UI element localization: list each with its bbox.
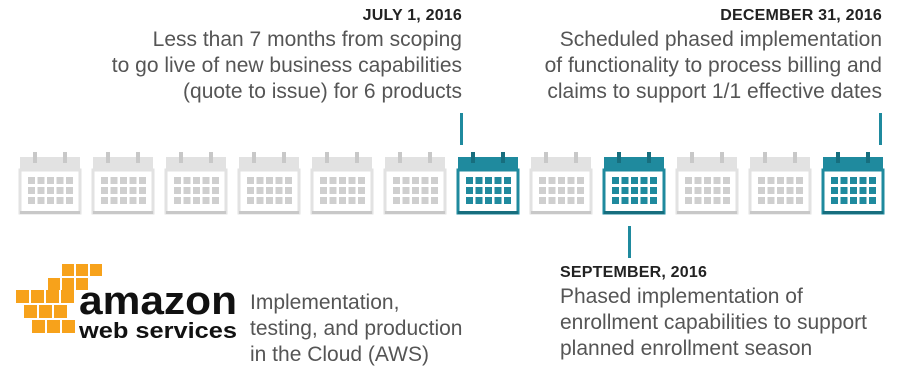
calendar-icon: [529, 152, 593, 215]
milestone-december-line: Scheduled phased implementation: [559, 28, 882, 51]
milestone-september-line: planned enrollment season: [560, 337, 813, 360]
aws-cubes-icon: [16, 264, 102, 333]
milestone-july-line: Less than 7 months from scoping: [152, 28, 462, 51]
milestone-july-line: to go live of new business capabilities: [111, 54, 462, 77]
milestone-september-line: enrollment capabilities to support: [560, 311, 868, 334]
calendar-icon: [237, 152, 301, 215]
calendar-timeline: [18, 151, 898, 215]
milestone-december-line: of functionality to process billing and: [544, 54, 882, 77]
july-connector: [460, 113, 463, 145]
milestone-december: DECEMBER 31, 2016 Scheduled phased imple…: [545, 5, 882, 105]
aws-description-line: in the Cloud (AWS): [250, 343, 429, 366]
calendar-icon: [18, 152, 82, 215]
aws-logo: amazon web services: [16, 264, 237, 342]
milestone-september-date: SEPTEMBER, 2016: [560, 264, 708, 281]
september-connector: [628, 226, 631, 258]
calendar-icon: [748, 152, 812, 215]
calendar-icon: [383, 152, 447, 215]
calendar-icon: [675, 152, 739, 215]
aws-logo-word-webservices: web services: [78, 318, 237, 342]
calendar-icon: [164, 152, 228, 215]
milestone-july-date: JULY 1, 2016: [362, 7, 462, 24]
milestone-december-description: Scheduled phased implementation of funct…: [545, 27, 882, 105]
calendar-icon: [91, 152, 155, 215]
calendar-highlighted-icon: [821, 152, 885, 215]
milestone-december-line: claims to support 1/1 effective dates: [547, 80, 882, 103]
milestone-july: JULY 1, 2016 Less than 7 months from sco…: [112, 5, 462, 105]
milestone-december-date: DECEMBER 31, 2016: [720, 7, 882, 24]
calendar-highlighted-icon: [602, 152, 666, 215]
december-connector: [879, 113, 882, 145]
calendar-icon: [310, 152, 374, 215]
milestone-september: SEPTEMBER, 2016 Phased implementation of…: [560, 262, 867, 362]
aws-description-line: Implementation,: [250, 291, 400, 314]
milestone-september-description: Phased implementation of enrollment capa…: [560, 284, 867, 362]
calendar-highlighted-icon: [456, 152, 520, 215]
aws-logo-word-amazon: amazon: [79, 279, 237, 323]
milestone-july-description: Less than 7 months from scoping to go li…: [112, 27, 462, 105]
aws-description: Implementation, testing, and production …: [250, 290, 462, 368]
milestone-september-line: Phased implementation of: [560, 285, 803, 308]
aws-description-line: testing, and production: [250, 317, 463, 340]
milestone-july-line: (quote to issue) for 6 products: [183, 80, 462, 103]
